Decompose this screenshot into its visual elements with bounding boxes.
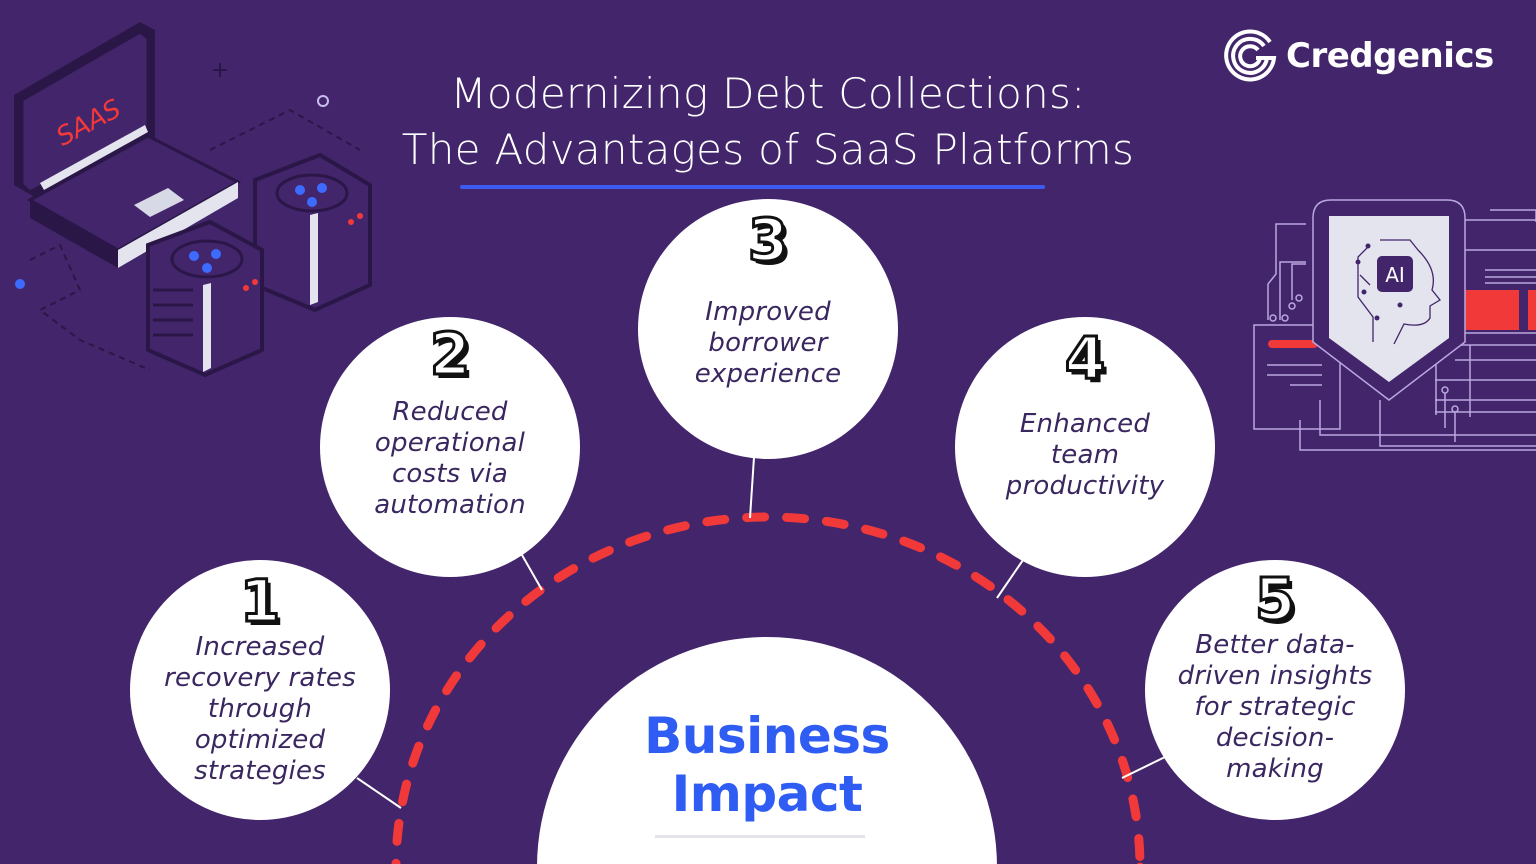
advantage-number: 4 xyxy=(1063,324,1106,392)
advantage-text: Reduced operational costs via automation xyxy=(374,397,526,520)
title-line-1: Modernizing Debt Collections: xyxy=(450,69,1086,118)
hub-title-line-2: Impact xyxy=(671,765,863,823)
concentric-g-icon xyxy=(1224,29,1277,82)
advantage-2: 2 Reduced operational costs via automati… xyxy=(320,317,580,577)
connector-lines xyxy=(356,456,1166,809)
advantage-5: 5 Better data- driven insights for strat… xyxy=(1145,560,1405,820)
advantage-4: 4 Enhanced team productivity xyxy=(955,317,1215,577)
advantage-number: 5 xyxy=(1253,565,1296,633)
hub-title-line-1: Business xyxy=(644,707,890,765)
advantage-number: 1 xyxy=(238,567,281,635)
brand-name: Credgenics xyxy=(1286,36,1494,76)
shield-icon: AI xyxy=(1312,199,1466,401)
advantage-text: Better data- driven insights for strateg… xyxy=(1177,630,1373,784)
title-line-2: The Advantages of SaaS Platforms xyxy=(401,125,1135,174)
hub-title: Business Impact xyxy=(537,707,997,823)
advantage-3: 3 Improved borrower experience xyxy=(638,199,898,459)
red-block-edge xyxy=(1528,290,1536,330)
advantage-number: 3 xyxy=(746,206,789,274)
advantage-text: Improved borrower experience xyxy=(694,297,842,389)
page-title: Modernizing Debt Collections: The Advant… xyxy=(300,66,1236,178)
advantage-text: Increased recovery rates through optimiz… xyxy=(164,632,356,786)
title-underline xyxy=(460,185,1045,189)
brand-logo[interactable]: Credgenics xyxy=(1222,28,1494,84)
red-block xyxy=(1465,290,1519,330)
advantage-text: Enhanced team productivity xyxy=(1005,409,1165,501)
hub-divider xyxy=(655,835,865,838)
laptop-servers-icon: SAAS xyxy=(14,22,372,378)
advantage-1: 1 Increased recovery rates through optim… xyxy=(130,560,390,820)
dashed-arc xyxy=(391,512,1145,864)
svg-text:AI: AI xyxy=(1385,263,1405,287)
red-bar xyxy=(1268,340,1318,348)
advantage-number: 2 xyxy=(428,320,471,388)
ai-shield-circuit-icon xyxy=(1253,209,1536,451)
